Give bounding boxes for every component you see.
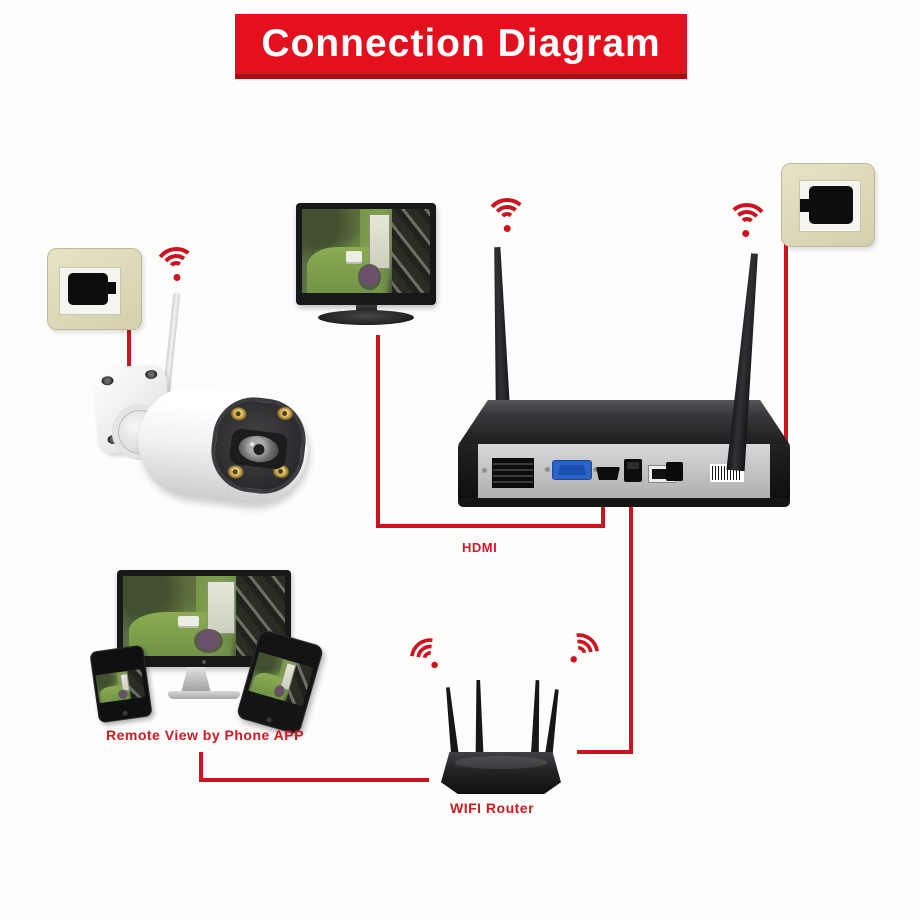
wifi-icon [401,629,459,687]
vent-grille [492,458,534,488]
power-plug-icon [107,282,116,294]
wifi-icon [150,244,202,294]
ethernet-port [624,459,642,482]
garden-video-feed [95,669,146,704]
hdmi-cable [376,335,380,528]
hdmi-monitor [296,203,436,305]
power-plug-icon [809,186,853,224]
wifi-icon [723,201,772,249]
monitor-base [318,310,414,325]
title-banner: Connection Diagram [235,14,687,79]
monitor-stand [356,305,377,314]
nvr-power-cable [784,204,788,501]
smartphone [89,644,153,724]
router-antenna [473,680,484,764]
imac-monitor [117,570,291,667]
power-outlet-right [781,163,875,247]
nvr-side-cap [770,444,790,500]
hdmi-label: HDMI [462,540,498,555]
power-outlet-left [47,248,142,330]
remote-view-link-line [199,752,203,782]
imac-stand [181,667,211,693]
vga-port [552,460,592,480]
router-antenna [530,680,543,764]
wifi-router [441,752,561,794]
page-title: Connection Diagram [261,22,661,65]
ethernet-cable [577,750,633,754]
camera-led [226,464,245,480]
garden-video-feed [248,652,314,707]
nvr-bottom-edge [458,498,790,507]
wifi-icon [550,624,608,682]
hdmi-cable [601,489,605,528]
wifi-router-label: WIFI Router [450,800,535,816]
camera-led [229,406,248,422]
camera-lens [228,427,289,471]
power-plug-icon [800,199,810,212]
ethernet-cable [629,491,633,754]
remote-view-label: Remote View by Phone APP [106,727,304,743]
remote-view-link-line [199,778,429,782]
camera-led [276,406,294,421]
wireless-nvr [458,444,790,500]
power-port [666,462,683,481]
garden-video-feed [302,209,430,293]
power-plug-icon [68,273,108,305]
nvr-side-cap [458,444,478,500]
imac-base [168,691,240,699]
hdmi-port [596,467,620,480]
wifi-icon [483,196,532,244]
hdmi-cable [376,524,605,528]
